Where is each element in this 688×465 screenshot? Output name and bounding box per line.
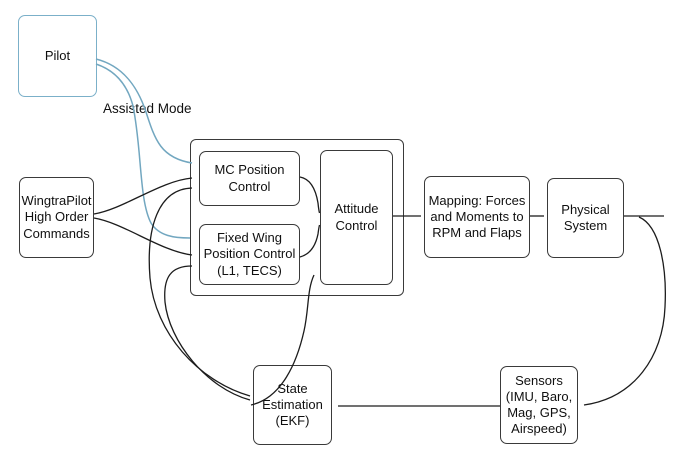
node-mapping-forces-moments: Mapping: Forces and Moments to RPM and F… bbox=[424, 176, 530, 258]
node-wingtrapilot-high-order-commands: WingtraPilot High Order Commands bbox=[19, 177, 94, 258]
node-pilot: Pilot bbox=[18, 15, 97, 97]
node-mapping-label: Mapping: Forces and Moments to RPM and F… bbox=[428, 192, 526, 241]
node-sensors-label: Sensors (IMU, Baro, Mag, GPS, Airspeed) bbox=[505, 372, 573, 437]
node-mc-position-control: MC Position Control bbox=[199, 151, 300, 206]
node-state-estimation-label: State Estimation (EKF) bbox=[262, 380, 323, 429]
node-attitude-control: Attitude Control bbox=[320, 150, 393, 285]
node-wingtrapilot-label: WingtraPilot High Order Commands bbox=[21, 193, 92, 241]
node-pilot-label: Pilot bbox=[44, 47, 71, 63]
node-physical-label: Physical System bbox=[561, 201, 610, 233]
node-sensors: Sensors (IMU, Baro, Mag, GPS, Airspeed) bbox=[500, 366, 578, 444]
edge-pilot-to-fixed-wing bbox=[95, 63, 191, 239]
edge-wingtrapilot-to-fixed-wing bbox=[93, 217, 193, 256]
edge-wingtrapilot-to-mc-position bbox=[93, 177, 193, 215]
node-state-estimation-ekf: State Estimation (EKF) bbox=[253, 365, 332, 445]
assisted-mode-label: Assisted Mode bbox=[103, 101, 192, 116]
node-mc-position-label: MC Position Control bbox=[214, 162, 285, 194]
node-fixed-wing-label: Fixed Wing Position Control (L1, TECS) bbox=[203, 230, 296, 278]
node-fixed-wing-position-control: Fixed Wing Position Control (L1, TECS) bbox=[199, 224, 300, 285]
node-attitude-label: Attitude Control bbox=[334, 201, 379, 233]
node-physical-system: Physical System bbox=[547, 178, 624, 258]
